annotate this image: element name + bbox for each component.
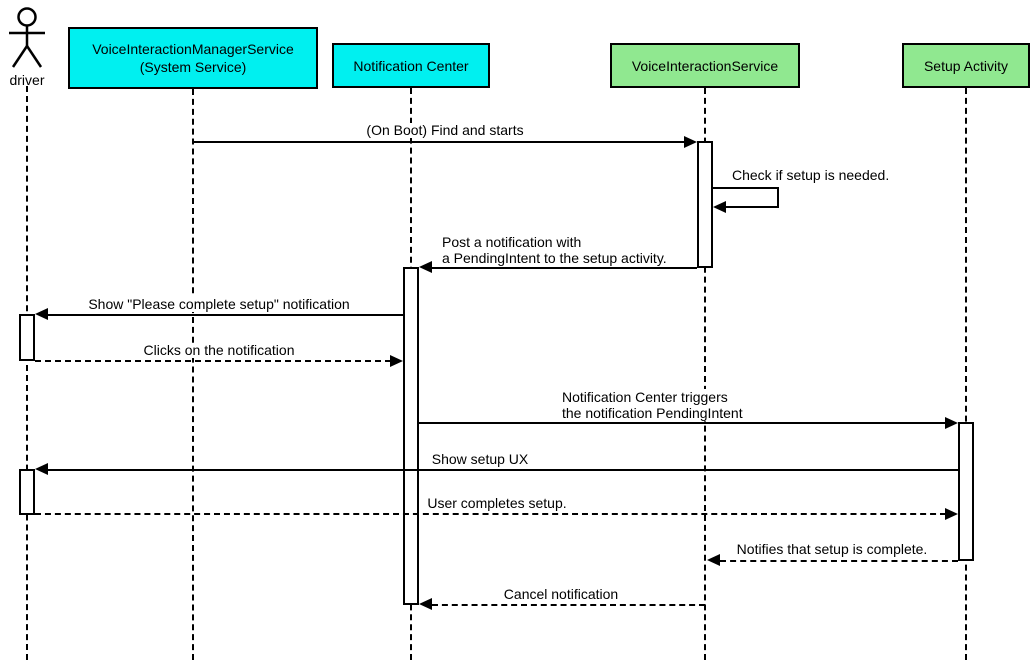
message-label-line2: the notification PendingIntent xyxy=(562,405,743,421)
message-line-clicks-notification xyxy=(35,360,391,362)
message-line-cancel-notification xyxy=(432,604,705,606)
participant-box-voiceinteractionmanagerservice: VoiceInteractionManagerService (System S… xyxy=(68,27,318,89)
message-label-line2: a PendingIntent to the setup activity. xyxy=(442,250,667,266)
activation-setup-activity xyxy=(958,422,974,561)
participant-label: Setup Activity xyxy=(923,57,1009,74)
message-label-line1: Notification Center triggers xyxy=(562,389,728,405)
arrowhead-icon xyxy=(707,554,720,566)
activation-driver-1 xyxy=(19,314,35,361)
person-icon xyxy=(9,7,45,68)
message-line-show-notification xyxy=(48,314,403,316)
participant-label-line2: (System Service) xyxy=(139,59,247,75)
message-label-show-setup-ux: Show setup UX xyxy=(429,451,531,467)
arrowhead-icon xyxy=(390,355,403,367)
message-line-user-completes-setup xyxy=(35,513,946,515)
arrowhead-icon xyxy=(419,598,432,610)
message-label-user-completes-setup: User completes setup. xyxy=(425,495,569,511)
message-line-on-boot xyxy=(193,141,690,143)
message-label-triggers-pendingintent: Notification Center triggers the notific… xyxy=(560,389,745,421)
activation-voiceinteractionservice xyxy=(697,141,713,268)
message-line-triggers-pendingintent xyxy=(419,422,946,424)
message-label-check-setup: Check if setup is needed. xyxy=(730,167,892,183)
message-line-show-setup-ux xyxy=(48,469,958,471)
message-line-check-setup-back xyxy=(723,206,779,208)
lifeline-voiceinteractionmanagerservice xyxy=(192,89,194,660)
message-label-clicks-notification: Clicks on the notification xyxy=(141,342,297,358)
actor-driver: driver xyxy=(5,6,49,88)
activation-driver-2 xyxy=(19,469,35,515)
message-label-on-boot: (On Boot) Find and starts xyxy=(364,122,526,138)
participant-label: VoiceInteractionService xyxy=(631,57,779,74)
participant-label-line1: VoiceInteractionManagerService xyxy=(92,41,294,57)
message-line-notifies-complete xyxy=(720,560,958,562)
participant-label: Notification Center xyxy=(353,57,469,74)
message-label-show-notification: Show "Please complete setup" notificatio… xyxy=(86,296,352,312)
message-label-notifies-complete: Notifies that setup is complete. xyxy=(734,541,930,557)
arrowhead-icon xyxy=(684,136,697,148)
lifeline-voiceinteractionservice xyxy=(704,88,706,660)
participant-box-setup-activity: Setup Activity xyxy=(902,43,1030,88)
message-label-post-notification: Post a notification with a PendingIntent… xyxy=(440,234,669,266)
participant-box-voiceinteractionservice: VoiceInteractionService xyxy=(610,43,800,88)
activation-notification-center xyxy=(403,267,419,605)
message-line-check-setup-out xyxy=(713,187,779,189)
arrowhead-icon xyxy=(713,201,726,213)
message-label-line1: Post a notification with xyxy=(442,234,582,250)
message-line-post-notification xyxy=(432,267,697,269)
lifeline-setup-activity xyxy=(965,88,967,660)
arrowhead-icon xyxy=(945,417,958,429)
participant-box-notification-center: Notification Center xyxy=(332,43,490,88)
arrowhead-icon xyxy=(35,308,48,320)
actor-label: driver xyxy=(9,72,45,88)
arrowhead-icon xyxy=(419,261,432,273)
arrowhead-icon xyxy=(35,463,48,475)
message-label-cancel-notification: Cancel notification xyxy=(501,586,621,602)
arrowhead-icon xyxy=(945,508,958,520)
lifeline-driver xyxy=(26,86,28,660)
message-line-check-setup-side xyxy=(777,187,779,208)
